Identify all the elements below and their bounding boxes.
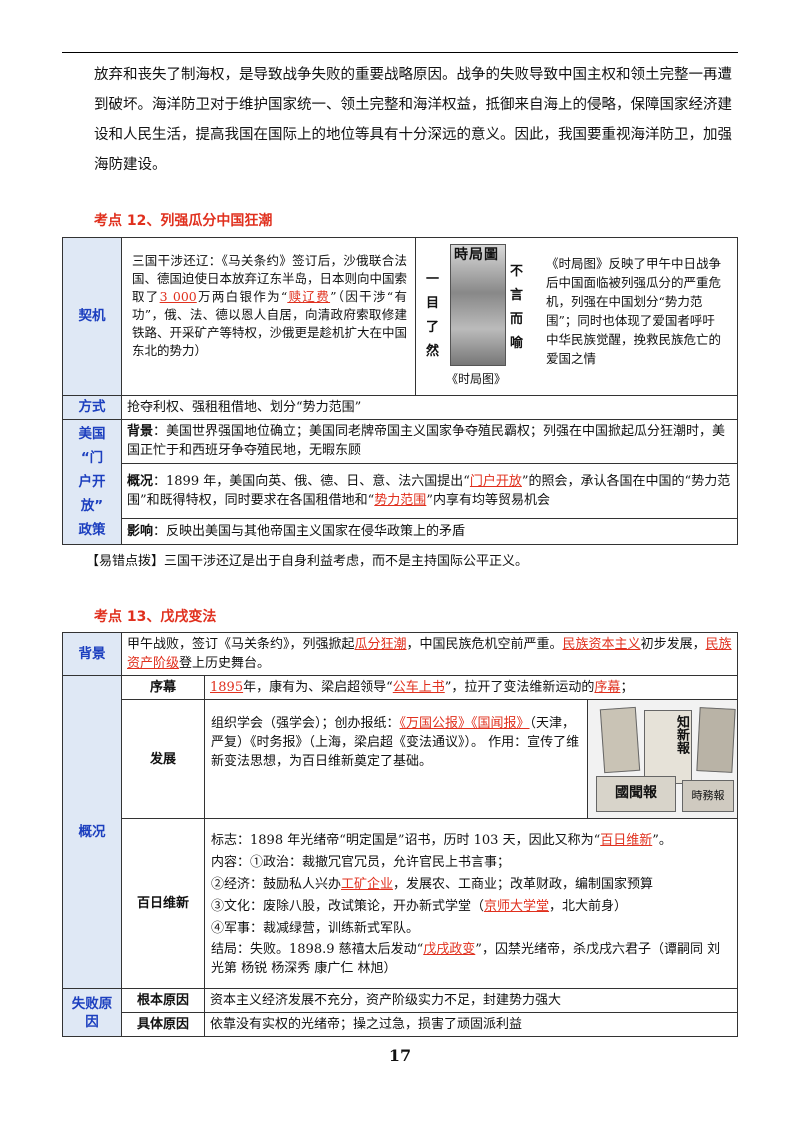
shijutu-image: 時局圖 一目了然 不言而喻 《时局图》 xyxy=(416,238,536,395)
fazhan-text: 组织学会（强学会）；创办报纸：《万国公报》《国闻报》（天津，严复）《时务报》（上… xyxy=(205,700,588,818)
row-label-fangshi: 方式 xyxy=(62,395,122,420)
newspapers-image: 知新報 國聞報 時務報 xyxy=(588,700,737,818)
row-label-qiji: 契机 xyxy=(62,237,122,396)
sub-label-specific: 具体原因 xyxy=(121,1012,205,1037)
sub-label-xumu: 序幕 xyxy=(121,675,205,700)
qiji-text: 三国干涉还辽：《马关条约》签订后，沙俄联合法国、德国迫使日本放弃辽东半岛，日本则… xyxy=(122,238,416,395)
row-label-gaikuang: 概况 xyxy=(62,675,122,989)
intro-paragraph: 放弃和丧失了制海权，是导致战争失败的重要战略原因。战争的失败导致中国主权和领土完… xyxy=(94,60,734,180)
menhu-background: 背景：美国世界强国地位确立；美国同老牌帝国主义国家争夺殖民霸权；列强在中国掀起瓜… xyxy=(121,419,738,464)
section-13-table: 背景 甲午战败，签订《马关条约》，列强掀起瓜分狂潮，中国民族危机空前严重。民族资… xyxy=(62,632,738,1037)
fangshi-text: 抢夺利权、强租租借地、划分“势力范围” xyxy=(121,395,738,420)
row-label-menhu: 美国 “门 户开 放” 政策 xyxy=(62,419,122,545)
shijutu-title: 時局圖 xyxy=(454,247,499,263)
sub-label-bairi: 百日维新 xyxy=(121,818,205,989)
intro-line: 放弃和丧失了制海权，是导致战争失败的重要战略原因。战争的失败导致中国主权和领土完… xyxy=(94,67,732,83)
newspaper-zhixin: 知新報 xyxy=(644,710,692,784)
section-12-heading: 考点 12、列强瓜分中国狂潮 xyxy=(94,213,273,229)
shijutu-left-chars: 一目了然 xyxy=(426,272,440,359)
menhu-overview: 概况：1899 年，美国向英、俄、德、日、意、法六国提出“门户开放”的照会，承认… xyxy=(121,462,738,519)
sub-label-fazhan: 发展 xyxy=(121,699,205,819)
section-13-heading: 考点 13、戊戌变法 xyxy=(94,609,217,625)
page-number: 17 xyxy=(388,1046,412,1065)
header-rule xyxy=(62,52,738,53)
row-label-beijing: 背景 xyxy=(62,632,122,676)
intro-line: 设和人民生活，提高我国在国际上的地位等具有十分深远的意义。因此，我国要重视海洋防… xyxy=(94,127,732,143)
row-label-shibai: 失败原因 xyxy=(62,988,122,1037)
sub-label-root: 根本原因 xyxy=(121,988,205,1013)
intro-line: 到破坏。海洋防卫对于维护国家统一、领土完整和海洋权益，抵御来自海上的侵略，保障国… xyxy=(94,97,732,113)
shijutu-caption: 《时局图》 xyxy=(446,372,507,386)
root-cause-text: 资本主义经济发展不充分，资产阶级实力不足，封建势力强大 xyxy=(204,988,738,1013)
specific-cause-text: 依靠没有实权的光绪帝；操之过急，损害了顽固派利益 xyxy=(204,1012,738,1037)
xumu-text: 1895年，康有为、梁启超领导“公车上书”，拉开了变法维新运动的序幕； xyxy=(204,675,738,700)
menhu-impact: 影响：反映出美国与其他帝国主义国家在侵华政策上的矛盾 xyxy=(121,517,738,546)
error-tip: 【易错点拨】三国干涉还辽是出于自身利益考虑，而不是主持国际公平正义。 xyxy=(86,554,529,569)
shijutu-right-chars: 不言而喻 xyxy=(510,264,524,351)
shijutu-description: 《时局图》反映了甲午中日战争后中国面临被列强瓜分的严重危机，列强在中国划分“势力… xyxy=(546,256,722,366)
intro-line: 海防建设。 xyxy=(94,157,167,173)
beijing-text: 甲午战败，签订《马关条约》，列强掀起瓜分狂潮，中国民族危机空前严重。民族资本主义… xyxy=(121,632,738,676)
section-12-table: 契机 三国干涉还辽：《马关条约》签订后，沙俄联合法国、德国迫使日本放弃辽东半岛，… xyxy=(62,237,738,546)
newspaper-guowen: 國聞報 xyxy=(596,776,676,812)
bairi-text: 标志：1898 年光绪帝“明定国是”诏书，历时 103 天，因此又称为“百日维新… xyxy=(204,818,738,989)
newspaper-shiwu: 時務報 xyxy=(682,780,734,812)
